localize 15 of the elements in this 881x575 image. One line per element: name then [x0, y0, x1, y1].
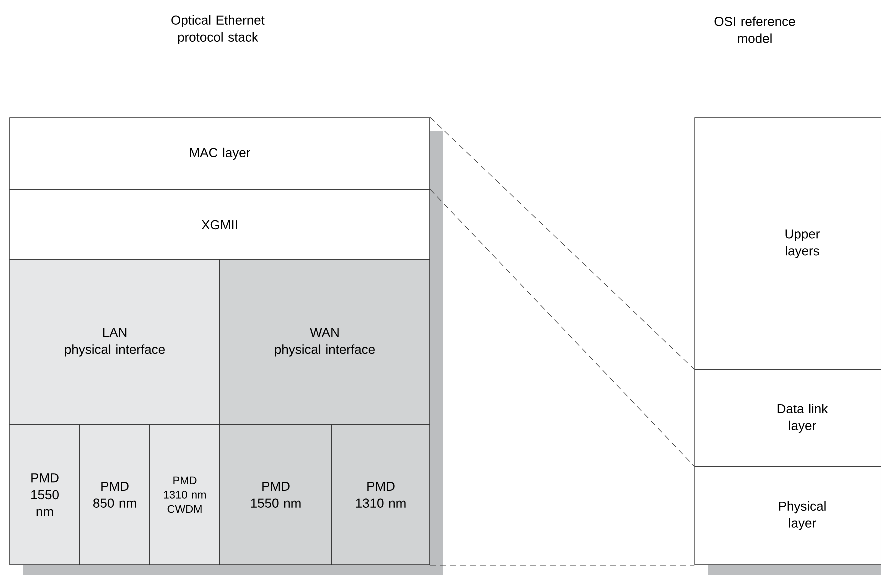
column-heading: Optical Ethernet protocol stack	[172, 15, 265, 45]
mapping-line	[430, 117, 695, 370]
pmd-cell: PMD 1550 nm	[10, 424, 80, 566]
pmd-cell: PMD 850 nm	[80, 424, 150, 566]
layer-box: XGMII	[10, 190, 430, 260]
layer-box: Physical layer	[694, 466, 881, 566]
layer-box: MAC layer	[10, 118, 430, 190]
pmd-cell: PMD 1310 nm	[332, 424, 430, 566]
column-heading: OSI reference model	[714, 16, 796, 44]
mapping-line	[430, 189, 695, 467]
layer-box: Data link layer	[694, 370, 881, 468]
layer-box: LAN physical interface	[10, 260, 220, 426]
pmd-cell: PMD 1550 nm	[220, 424, 332, 566]
pmd-cell: PMD 1310 nm CWDM	[150, 424, 220, 566]
mapping-line	[430, 565, 695, 566]
